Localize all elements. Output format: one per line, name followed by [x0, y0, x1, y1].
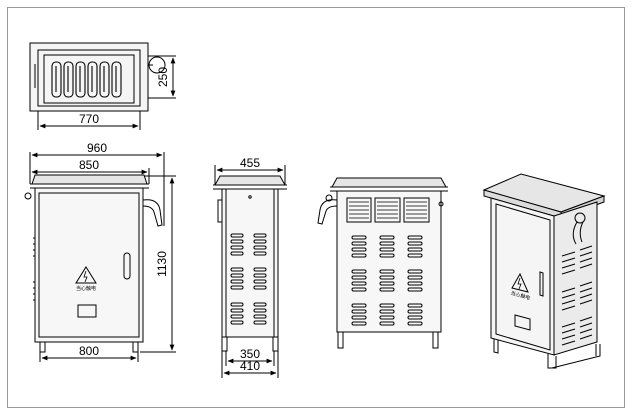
side-view-louvers	[230, 233, 267, 325]
front-view	[24, 152, 176, 362]
front-view-overall-width-label: 960	[87, 141, 107, 155]
top-view-width-label: 770	[79, 112, 99, 126]
top-view-depth-label: 250	[156, 67, 170, 87]
side-view	[213, 165, 287, 378]
iso-view-louvers	[561, 245, 593, 346]
rear-view-louvers	[351, 235, 423, 326]
rear-view	[317, 177, 448, 349]
iso-view	[482, 173, 606, 369]
side-view-base-inner-label: 350	[240, 347, 260, 361]
side-view-top-label: 455	[240, 156, 260, 170]
top-view-slots	[51, 61, 122, 98]
front-view-height-label: 1130	[155, 251, 169, 277]
front-view-warning-text: 当心触电	[76, 285, 96, 292]
top-view	[29, 42, 176, 130]
rear-view-grille-lines	[349, 201, 427, 219]
front-view-body-width-label: 850	[79, 158, 99, 172]
side-view-base-outer-label: 410	[240, 359, 260, 373]
front-view-base-width-label: 800	[79, 344, 99, 358]
